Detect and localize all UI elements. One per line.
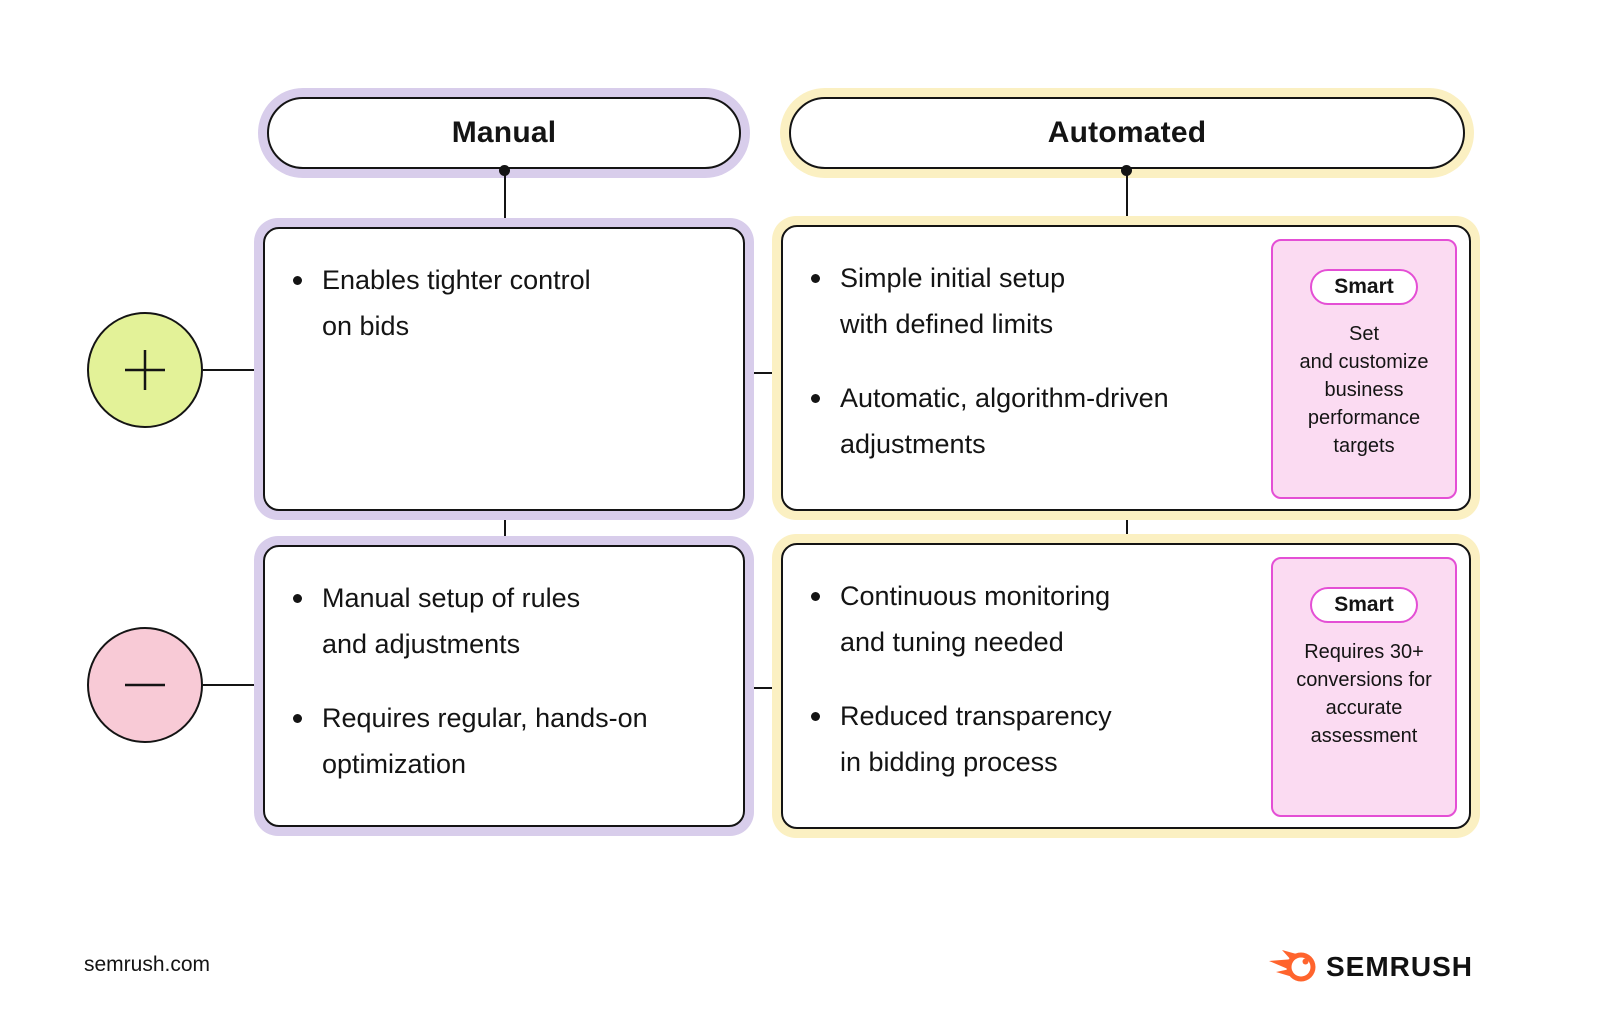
connector-line xyxy=(504,172,506,218)
semrush-logo: SEMRUSH xyxy=(1269,946,1473,988)
automated-header-label: Automated xyxy=(789,97,1465,169)
plus-icon xyxy=(125,350,165,390)
connector-line xyxy=(1126,172,1128,216)
connector-line xyxy=(754,687,772,689)
smart-badge: Smart xyxy=(1310,587,1418,623)
bullet-item: Continuous monitoring and tuning needed xyxy=(783,573,1253,665)
connector-dot xyxy=(1121,165,1132,176)
semrush-wordmark: SEMRUSH xyxy=(1326,951,1474,982)
connector-line xyxy=(1126,520,1128,534)
smart-panel: Smart Requires 30+ conversions for accur… xyxy=(1271,557,1457,817)
automated-cons-inner: Continuous monitoring and tuning needed … xyxy=(781,543,1471,829)
manual-cons-box: Manual setup of rules and adjustments Re… xyxy=(254,536,754,836)
connector-dot xyxy=(499,165,510,176)
automated-pros-list: Simple initial setup with defined limits… xyxy=(783,227,1253,467)
bullet-item: Enables tighter control on bids xyxy=(265,257,735,349)
connector-line xyxy=(203,369,254,371)
smart-panel-text: Requires 30+ conversions for accurate as… xyxy=(1296,641,1432,747)
bullet-item: Simple initial setup with defined limits xyxy=(783,255,1253,347)
manual-cons-inner: Manual setup of rules and adjustments Re… xyxy=(263,545,745,827)
semrush-flame-icon xyxy=(1269,950,1316,982)
automated-pros-box: Simple initial setup with defined limits… xyxy=(772,216,1480,520)
manual-pros-inner: Enables tighter control on bids xyxy=(263,227,745,511)
cons-sign-circle xyxy=(87,627,203,743)
smart-panel-text: Set and customize business performance t… xyxy=(1299,323,1429,457)
connector-line xyxy=(754,372,772,374)
automated-pros-inner: Simple initial setup with defined limits… xyxy=(781,225,1471,511)
automated-header-pill: Automated xyxy=(780,88,1474,178)
minus-icon xyxy=(125,683,165,687)
manual-header-pill: Manual xyxy=(258,88,750,178)
smart-badge: Smart xyxy=(1310,269,1418,305)
manual-header-label: Manual xyxy=(267,97,741,169)
bullet-item: Automatic, algorithm-driven adjustments xyxy=(783,375,1253,467)
manual-pros-list: Enables tighter control on bids xyxy=(265,229,735,349)
manual-pros-box: Enables tighter control on bids xyxy=(254,218,754,520)
manual-cons-list: Manual setup of rules and adjustments Re… xyxy=(265,547,735,787)
bullet-item: Manual setup of rules and adjustments xyxy=(265,575,735,667)
automated-cons-box: Continuous monitoring and tuning needed … xyxy=(772,534,1480,838)
site-url: semrush.com xyxy=(84,953,211,976)
automated-cons-list: Continuous monitoring and tuning needed … xyxy=(783,545,1253,785)
connector-line xyxy=(504,520,506,536)
smart-panel: Smart Set and customize business perform… xyxy=(1271,239,1457,499)
pros-sign-circle xyxy=(87,312,203,428)
bullet-item: Requires regular, hands-on optimization xyxy=(265,695,735,787)
bullet-item: Reduced transparency in bidding process xyxy=(783,693,1253,785)
connector-line xyxy=(203,684,254,686)
